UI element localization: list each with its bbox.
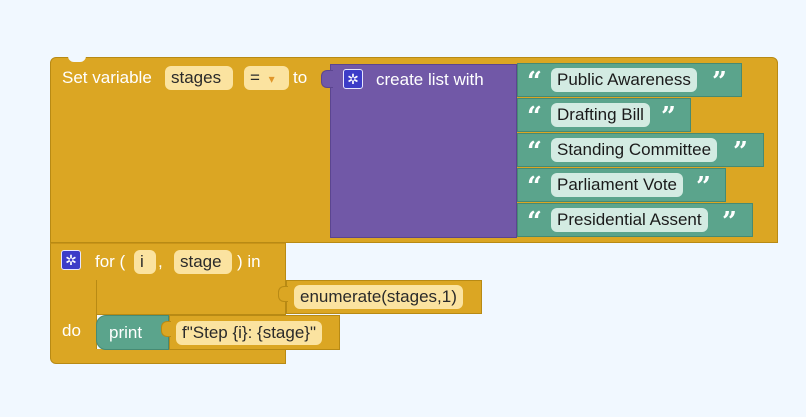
quote-close-icon: ” bbox=[661, 102, 676, 132]
set-variable-label: Set variable bbox=[62, 68, 152, 87]
print-label: print bbox=[109, 323, 143, 342]
print-argument-block[interactable]: f"Step {i}: {stage}" bbox=[169, 315, 340, 350]
in-label: ) in bbox=[237, 252, 261, 271]
gear-icon[interactable]: ✲ bbox=[343, 69, 363, 89]
list-item-text[interactable]: Standing Committee bbox=[551, 138, 718, 162]
for-loop-body bbox=[50, 280, 97, 353]
print-argument-text[interactable]: f"Step {i}: {stage}" bbox=[176, 321, 323, 345]
gear-icon[interactable]: ✲ bbox=[61, 250, 81, 270]
for-loop-iterable-row bbox=[97, 280, 286, 315]
quote-close-icon: ” bbox=[712, 67, 727, 97]
enumerate-expression[interactable]: enumerate(stages,1) bbox=[294, 285, 463, 309]
list-item-text[interactable]: Drafting Bill bbox=[551, 103, 650, 127]
enumerate-input-tab bbox=[278, 286, 288, 302]
print-argument-tab bbox=[161, 321, 171, 337]
list-item-string-block[interactable]: “ Standing Committee ” bbox=[517, 133, 764, 167]
for-loop-footer bbox=[50, 349, 286, 364]
do-label: do bbox=[62, 321, 81, 340]
list-item-text[interactable]: Parliament Vote bbox=[551, 173, 684, 197]
list-item-string-block[interactable]: “ Presidential Assent ” bbox=[517, 203, 753, 237]
comma-label: , bbox=[158, 252, 163, 271]
loop-item-variable[interactable]: stage bbox=[174, 250, 232, 274]
quote-close-icon: ” bbox=[722, 207, 737, 237]
quote-close-icon: ” bbox=[733, 137, 748, 167]
variable-name-field[interactable]: stages bbox=[165, 66, 233, 90]
to-label: to bbox=[293, 68, 308, 87]
quote-close-icon: ” bbox=[696, 172, 711, 202]
quote-open-icon: “ bbox=[527, 172, 542, 202]
chevron-down-icon: ▾ bbox=[268, 72, 275, 86]
create-list-label: create list with bbox=[376, 70, 484, 89]
block-notch bbox=[68, 56, 86, 62]
operator-dropdown[interactable]: = ▾ bbox=[244, 66, 289, 90]
for-label: for ( bbox=[95, 252, 126, 271]
enumerate-block[interactable]: enumerate(stages,1) bbox=[286, 280, 482, 314]
list-item-string-block[interactable]: “ Parliament Vote ” bbox=[517, 168, 726, 202]
loop-index-variable[interactable]: i bbox=[134, 250, 156, 274]
list-item-string-block[interactable]: “ Drafting Bill ” bbox=[517, 98, 691, 132]
quote-open-icon: “ bbox=[527, 207, 542, 237]
quote-open-icon: “ bbox=[527, 102, 542, 132]
print-block[interactable]: print bbox=[96, 315, 169, 350]
list-item-text[interactable]: Public Awareness bbox=[551, 68, 697, 92]
quote-open-icon: “ bbox=[527, 137, 542, 167]
list-item-text[interactable]: Presidential Assent bbox=[551, 208, 708, 232]
operator-value: = bbox=[250, 68, 260, 87]
create-list-input-tab bbox=[321, 70, 333, 88]
list-item-string-block[interactable]: “ Public Awareness ” bbox=[517, 63, 742, 97]
create-list-block[interactable] bbox=[330, 64, 517, 238]
quote-open-icon: “ bbox=[527, 67, 542, 97]
